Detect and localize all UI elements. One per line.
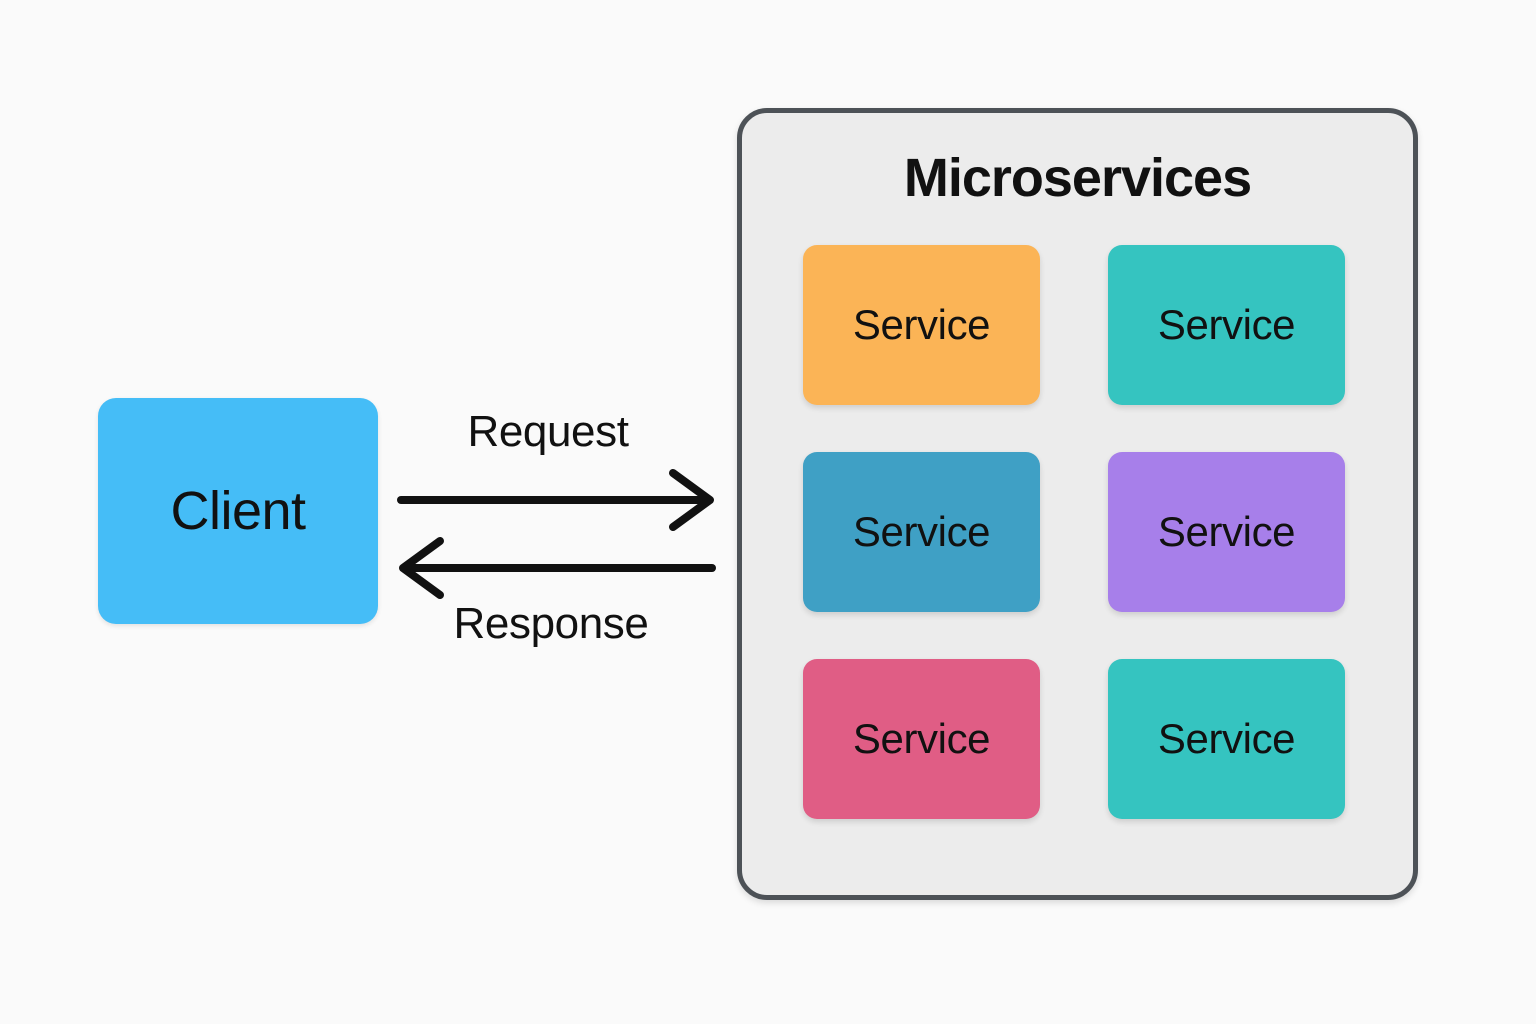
client-node-label: Client: [170, 481, 306, 541]
request-arrow: [397, 469, 714, 531]
microservices-panel: Microservices Service Service Service Se…: [737, 108, 1418, 900]
service-node-label: Service: [852, 301, 991, 348]
response-arrow: [399, 537, 716, 599]
client-node[interactable]: Client: [98, 398, 378, 624]
service-node-label: Service: [1157, 508, 1296, 555]
service-node[interactable]: Service: [803, 245, 1040, 405]
service-node[interactable]: Service: [1108, 245, 1345, 405]
service-node[interactable]: Service: [803, 452, 1040, 612]
service-node-label: Service: [852, 715, 991, 762]
service-node-label: Service: [1157, 301, 1296, 348]
service-node-label: Service: [852, 508, 991, 555]
service-grid: Service Service Service Service Service …: [803, 245, 1352, 819]
service-node-label: Service: [1157, 715, 1296, 762]
microservices-panel-title: Microservices: [903, 148, 1252, 208]
request-label: Request: [467, 407, 629, 456]
response-label: Response: [453, 599, 649, 648]
service-node[interactable]: Service: [1108, 659, 1345, 819]
service-node[interactable]: Service: [803, 659, 1040, 819]
service-node[interactable]: Service: [1108, 452, 1345, 612]
